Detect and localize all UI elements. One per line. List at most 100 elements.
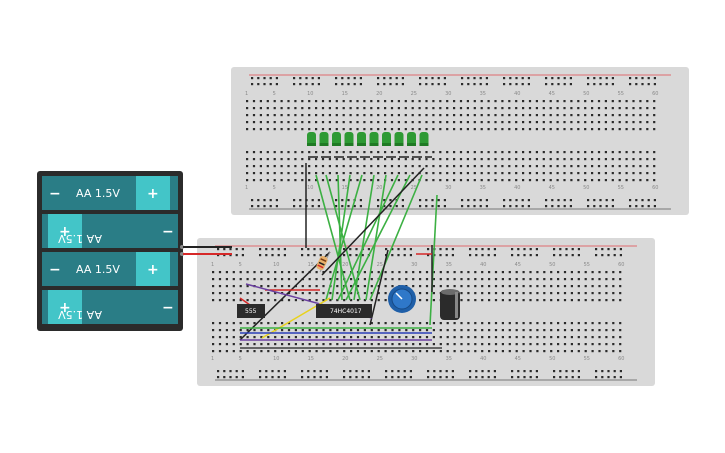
terminal-hole[interactable] [267,285,270,288]
terminal-hole[interactable] [418,158,421,161]
terminal-hole[interactable] [605,285,608,288]
terminal-hole[interactable] [474,271,477,274]
terminal-hole[interactable] [597,114,601,117]
terminal-hole[interactable] [335,172,338,175]
terminal-hole[interactable] [335,107,338,110]
terminal-hole[interactable] [557,343,560,346]
terminal-hole[interactable] [515,271,518,274]
terminal-hole[interactable] [384,121,387,124]
terminal-hole[interactable] [349,107,352,110]
terminal-hole[interactable] [487,114,490,117]
rail-hole[interactable] [511,254,514,257]
terminal-hole[interactable] [287,179,290,182]
terminal-hole[interactable] [501,179,504,182]
terminal-hole[interactable] [466,151,469,154]
terminal-hole[interactable] [488,292,491,295]
terminal-hole[interactable] [487,165,490,168]
rail-hole[interactable] [451,376,454,379]
terminal-hole[interactable] [598,329,601,332]
terminal-hole[interactable] [646,165,649,168]
rail-hole[interactable] [401,83,404,86]
terminal-hole[interactable] [384,158,387,161]
terminal-hole[interactable] [308,128,311,131]
rail-hole[interactable] [277,376,280,379]
terminal-hole[interactable] [329,322,332,325]
wire-black-counter[interactable] [369,249,389,326]
terminal-hole[interactable] [570,114,573,117]
terminal-hole[interactable] [274,336,277,339]
terminal-hole[interactable] [274,285,277,288]
rail-hole[interactable] [385,370,388,373]
rail-hole[interactable] [469,248,472,251]
terminal-hole[interactable] [266,114,269,117]
rail-hole[interactable] [619,370,622,373]
terminal-hole[interactable] [474,285,477,288]
terminal-hole[interactable] [473,179,476,182]
terminal-hole[interactable] [398,336,401,339]
terminal-hole[interactable] [405,278,408,281]
terminal-hole[interactable] [404,158,407,161]
terminal-hole[interactable] [597,121,601,124]
terminal-hole[interactable] [432,114,435,117]
terminal-hole[interactable] [425,165,428,168]
terminal-hole[interactable] [294,278,297,281]
terminal-hole[interactable] [294,151,297,154]
terminal-hole[interactable] [591,172,594,175]
terminal-hole[interactable] [494,278,498,281]
terminal-hole[interactable] [529,278,532,281]
terminal-hole[interactable] [460,271,463,274]
rail-hole[interactable] [475,254,478,257]
terminal-hole[interactable] [246,151,249,154]
rail-hole[interactable] [271,254,274,257]
terminal-hole[interactable] [377,299,380,302]
terminal-hole[interactable] [550,350,553,353]
terminal-hole[interactable] [535,151,538,154]
terminal-hole[interactable] [446,179,449,182]
rail-hole[interactable] [467,205,470,208]
terminal-hole[interactable] [363,343,366,346]
terminal-hole[interactable] [473,165,476,168]
rail-hole[interactable] [229,376,232,379]
terminal-hole[interactable] [501,278,504,281]
rail-hole[interactable] [521,199,524,202]
terminal-hole[interactable] [508,165,511,168]
rail-hole[interactable] [319,376,322,379]
terminal-hole[interactable] [274,350,277,353]
rail-hole[interactable] [437,199,440,202]
rail-hole[interactable] [383,77,386,80]
terminal-hole[interactable] [425,278,429,281]
terminal-hole[interactable] [287,322,291,325]
rail-hole[interactable] [377,83,380,86]
rail-hole[interactable] [325,370,328,373]
terminal-hole[interactable] [350,343,353,346]
terminal-hole[interactable] [549,179,552,182]
terminal-hole[interactable] [598,271,601,274]
terminal-hole[interactable] [563,179,566,182]
rail-hole[interactable] [511,376,514,379]
terminal-hole[interactable] [266,158,269,161]
terminal-hole[interactable] [432,271,435,274]
wire-green[interactable] [365,174,387,301]
terminal-hole[interactable] [384,128,387,131]
terminal-hole[interactable] [425,107,428,110]
terminal-hole[interactable] [419,350,422,353]
battery-cell-2[interactable]: + AA 1.5V − [42,214,178,248]
terminal-hole[interactable] [232,278,235,281]
terminal-hole[interactable] [598,343,601,346]
terminal-hole[interactable] [473,172,476,175]
terminal-hole[interactable] [653,172,656,175]
terminal-hole[interactable] [252,114,256,117]
rail-hole[interactable] [599,83,602,86]
terminal-hole[interactable] [625,128,628,131]
terminal-hole[interactable] [556,179,559,182]
terminal-hole[interactable] [384,285,387,288]
terminal-hole[interactable] [280,165,283,168]
rail-hole[interactable] [383,83,386,86]
rail-hole[interactable] [425,77,428,80]
terminal-hole[interactable] [542,114,545,117]
terminal-hole[interactable] [329,299,332,302]
terminal-hole[interactable] [343,322,346,325]
terminal-hole[interactable] [322,350,325,353]
terminal-hole[interactable] [246,329,249,332]
terminal-hole[interactable] [611,172,614,175]
